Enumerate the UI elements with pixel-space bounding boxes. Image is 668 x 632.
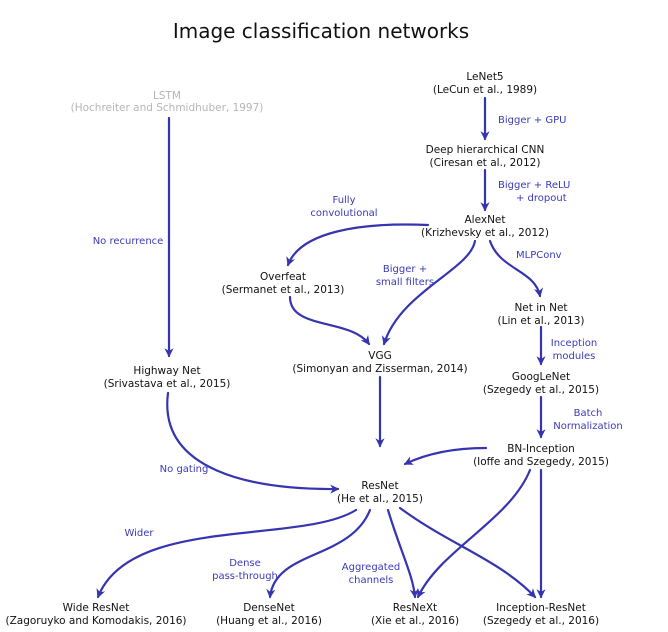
edge-resnet-to-inceptionresnet bbox=[398, 506, 537, 599]
node-lenet5-ref: (LeCun et al., 1989) bbox=[433, 84, 537, 96]
node-densenet: DenseNet (Huang et al., 2016) bbox=[216, 602, 322, 627]
edge-alexnet-to-nin bbox=[488, 239, 544, 298]
label-aggregated: Aggregated bbox=[342, 562, 400, 573]
label-inception: Inception bbox=[551, 338, 597, 349]
label-dense: Dense bbox=[229, 558, 261, 569]
label-no-gating: No gating bbox=[160, 464, 209, 475]
node-wideresnet-name: Wide ResNet bbox=[63, 602, 130, 614]
node-googlenet-ref: (Szegedy et al., 2015) bbox=[483, 384, 599, 396]
edge-bninception-to-resnet bbox=[403, 446, 488, 466]
node-inceptionresnet-name: Inception-ResNet bbox=[496, 602, 586, 614]
node-resnext-name: ResNeXt bbox=[393, 602, 437, 614]
edge-overfeat-to-vgg bbox=[288, 295, 371, 346]
node-nin-name: Net in Net bbox=[514, 302, 567, 314]
node-lenet5-name: LeNet5 bbox=[466, 71, 503, 83]
node-alexnet: AlexNet (Krizhevsky et al., 2012) bbox=[421, 214, 549, 239]
node-lenet5: LeNet5 (LeCun et al., 1989) bbox=[433, 71, 537, 96]
node-highway-ref: (Srivastava et al., 2015) bbox=[104, 378, 231, 390]
node-wide-resnet: Wide ResNet (Zagoruyko and Komodakis, 20… bbox=[5, 602, 186, 627]
node-deepcnn-ref: (Ciresan et al., 2012) bbox=[430, 157, 541, 169]
node-resnext-ref: (Xie et al., 2016) bbox=[371, 615, 459, 627]
node-lstm-name: LSTM bbox=[153, 90, 181, 102]
node-bninception-ref: (Ioffe and Szegedy, 2015) bbox=[473, 456, 609, 468]
label-channels: channels bbox=[349, 575, 394, 586]
node-highway-name: Highway Net bbox=[133, 365, 200, 377]
node-alexnet-ref: (Krizhevsky et al., 2012) bbox=[421, 227, 549, 239]
label-pass-through: pass-through bbox=[212, 571, 278, 582]
node-wideresnet-ref: (Zagoruyko and Komodakis, 2016) bbox=[5, 615, 186, 627]
edge-highway-to-resnet bbox=[166, 391, 340, 494]
node-highway-net: Highway Net (Srivastava et al., 2015) bbox=[104, 365, 231, 390]
edge-resnet-to-wideresnet bbox=[96, 508, 358, 599]
label-bigger-relu: Bigger + ReLU bbox=[498, 180, 570, 191]
node-resnet: ResNet (He et al., 2015) bbox=[337, 480, 423, 505]
node-resnet-name: ResNet bbox=[361, 480, 398, 492]
node-vgg: VGG (Simonyan and Zisserman, 2014) bbox=[292, 350, 467, 375]
node-alexnet-name: AlexNet bbox=[464, 214, 505, 226]
node-resnext: ResNeXt (Xie et al., 2016) bbox=[371, 602, 459, 627]
node-vgg-name: VGG bbox=[368, 350, 391, 362]
label-convolutional: convolutional bbox=[310, 208, 377, 219]
node-nin-ref: (Lin et al., 2013) bbox=[498, 315, 585, 327]
edge-bninception-to-resnext bbox=[416, 468, 532, 599]
node-overfeat-ref: (Sermanet et al., 2013) bbox=[222, 284, 345, 296]
edge-resnet-to-resnext bbox=[386, 508, 419, 599]
label-wider: Wider bbox=[124, 528, 154, 539]
node-lstm: LSTM (Hochreiter and Schmidhuber, 1997) bbox=[71, 90, 264, 114]
node-densenet-name: DenseNet bbox=[243, 602, 295, 614]
label-modules: modules bbox=[553, 351, 596, 362]
label-normalization: Normalization bbox=[553, 421, 623, 432]
label-mlpconv: MLPConv bbox=[516, 250, 562, 261]
label-bigger-gpu: Bigger + GPU bbox=[498, 115, 566, 126]
label-dropout: + dropout bbox=[516, 193, 567, 204]
diagram-title: Image classification networks bbox=[173, 19, 469, 43]
node-googlenet-name: GoogLeNet bbox=[512, 371, 570, 383]
node-overfeat: Overfeat (Sermanet et al., 2013) bbox=[222, 271, 345, 296]
node-vgg-ref: (Simonyan and Zisserman, 2014) bbox=[292, 363, 467, 375]
edge-alexnet-to-vgg bbox=[381, 239, 477, 346]
node-resnet-ref: (He et al., 2015) bbox=[337, 493, 423, 505]
node-bninception-name: BN-Inception bbox=[507, 443, 575, 455]
label-bigger-plus: Bigger + bbox=[383, 264, 427, 275]
node-inceptionresnet-ref: (Szegedy et al., 2016) bbox=[483, 615, 599, 627]
node-deepcnn-name: Deep hierarchical CNN bbox=[426, 144, 545, 156]
label-small-filters: small filters bbox=[376, 277, 434, 288]
node-overfeat-name: Overfeat bbox=[260, 271, 306, 283]
label-batch: Batch bbox=[574, 408, 603, 419]
node-bn-inception: BN-Inception (Ioffe and Szegedy, 2015) bbox=[473, 443, 609, 468]
label-no-recurrence: No recurrence bbox=[93, 236, 164, 247]
node-net-in-net: Net in Net (Lin et al., 2013) bbox=[498, 302, 585, 327]
node-inception-resnet: Inception-ResNet (Szegedy et al., 2016) bbox=[483, 602, 599, 627]
edge-resnet-to-densenet bbox=[266, 508, 372, 599]
label-fully: Fully bbox=[332, 195, 355, 206]
node-densenet-ref: (Huang et al., 2016) bbox=[216, 615, 322, 627]
node-deep-hierarchical-cnn: Deep hierarchical CNN (Ciresan et al., 2… bbox=[426, 144, 545, 169]
node-lstm-ref: (Hochreiter and Schmidhuber, 1997) bbox=[71, 102, 264, 114]
node-googlenet: GoogLeNet (Szegedy et al., 2015) bbox=[483, 371, 599, 396]
edge-alexnet-to-overfeat bbox=[286, 223, 430, 267]
